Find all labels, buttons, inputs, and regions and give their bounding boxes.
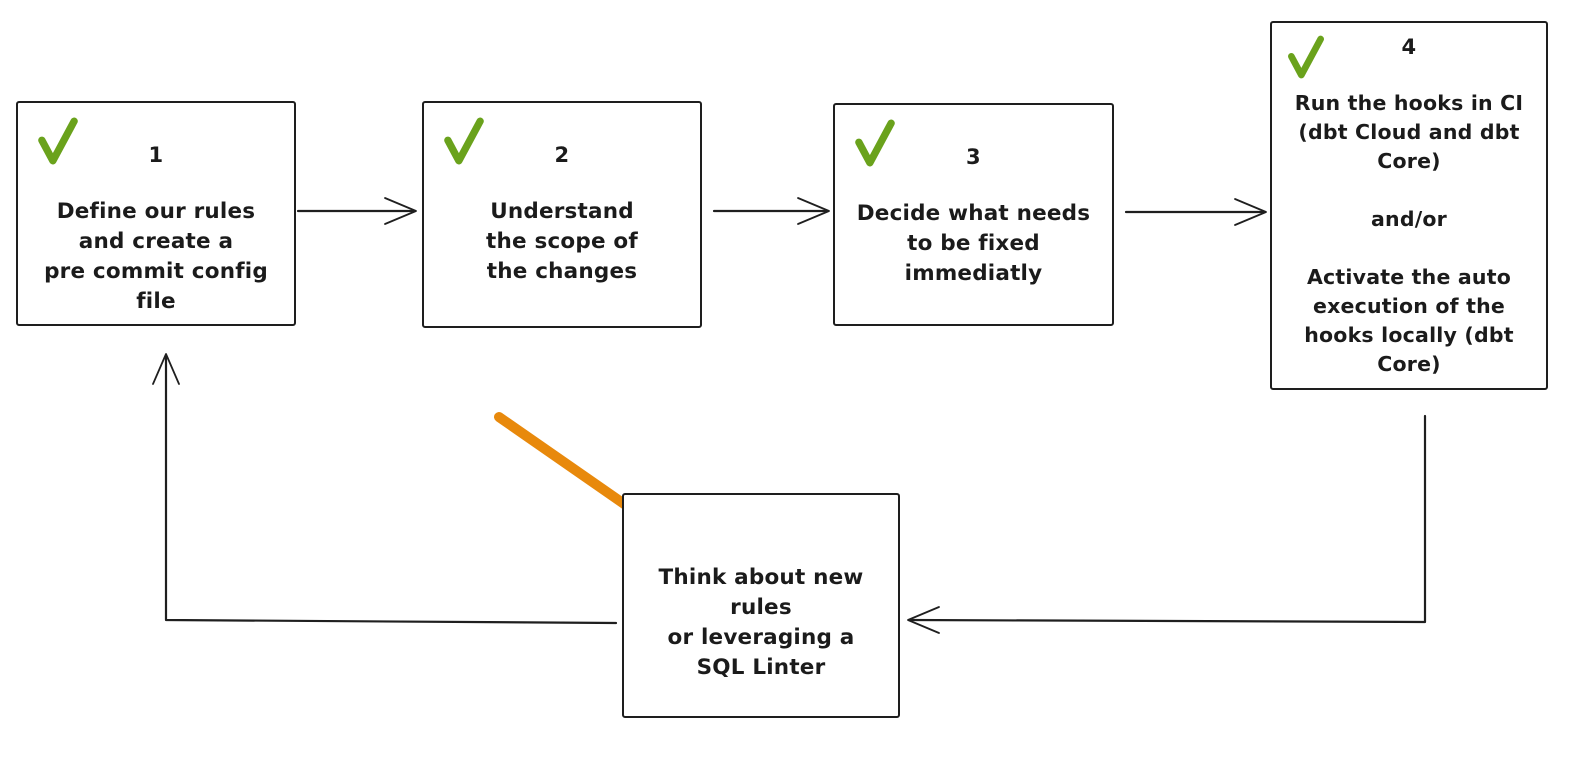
check-icon (38, 117, 78, 165)
step-2-box: 2 Understand the scope of the changes (422, 101, 702, 328)
step-text: Think about new rules or leveraging a SQ… (658, 565, 864, 680)
step-4-box: 4 Run the hooks in CI (dbt Cloud and dbt… (1270, 21, 1548, 390)
step-text: Understand the scope of the changes (486, 199, 638, 284)
check-icon (444, 117, 484, 165)
step-number: 1 (148, 143, 164, 167)
step-number: 3 (965, 145, 982, 169)
check-icon (855, 119, 895, 167)
step-1-box: 1 Define our rules and create a pre comm… (16, 101, 296, 326)
step-text: Run the hooks in CI (dbt Cloud and dbt C… (1294, 91, 1524, 376)
step-text: Decide what needs to be fixed immediatly (856, 201, 1091, 286)
step-number: 4 (1401, 35, 1417, 59)
check-icon (1288, 35, 1324, 79)
arrow-step2-to-step3 (712, 197, 830, 225)
arrow-step1-to-step2 (296, 197, 417, 225)
loop-box: Think about new rules or leveraging a SQ… (622, 493, 900, 718)
arrow-step4-to-loop (907, 414, 1427, 634)
arrow-step3-to-step4 (1124, 198, 1267, 226)
step-3-box: 3 Decide what needs to be fixed immediat… (833, 103, 1114, 326)
step-text: Define our rules and create a pre commit… (44, 199, 268, 314)
arrow-loop-to-step1 (152, 353, 618, 625)
step-number: 2 (554, 143, 570, 167)
